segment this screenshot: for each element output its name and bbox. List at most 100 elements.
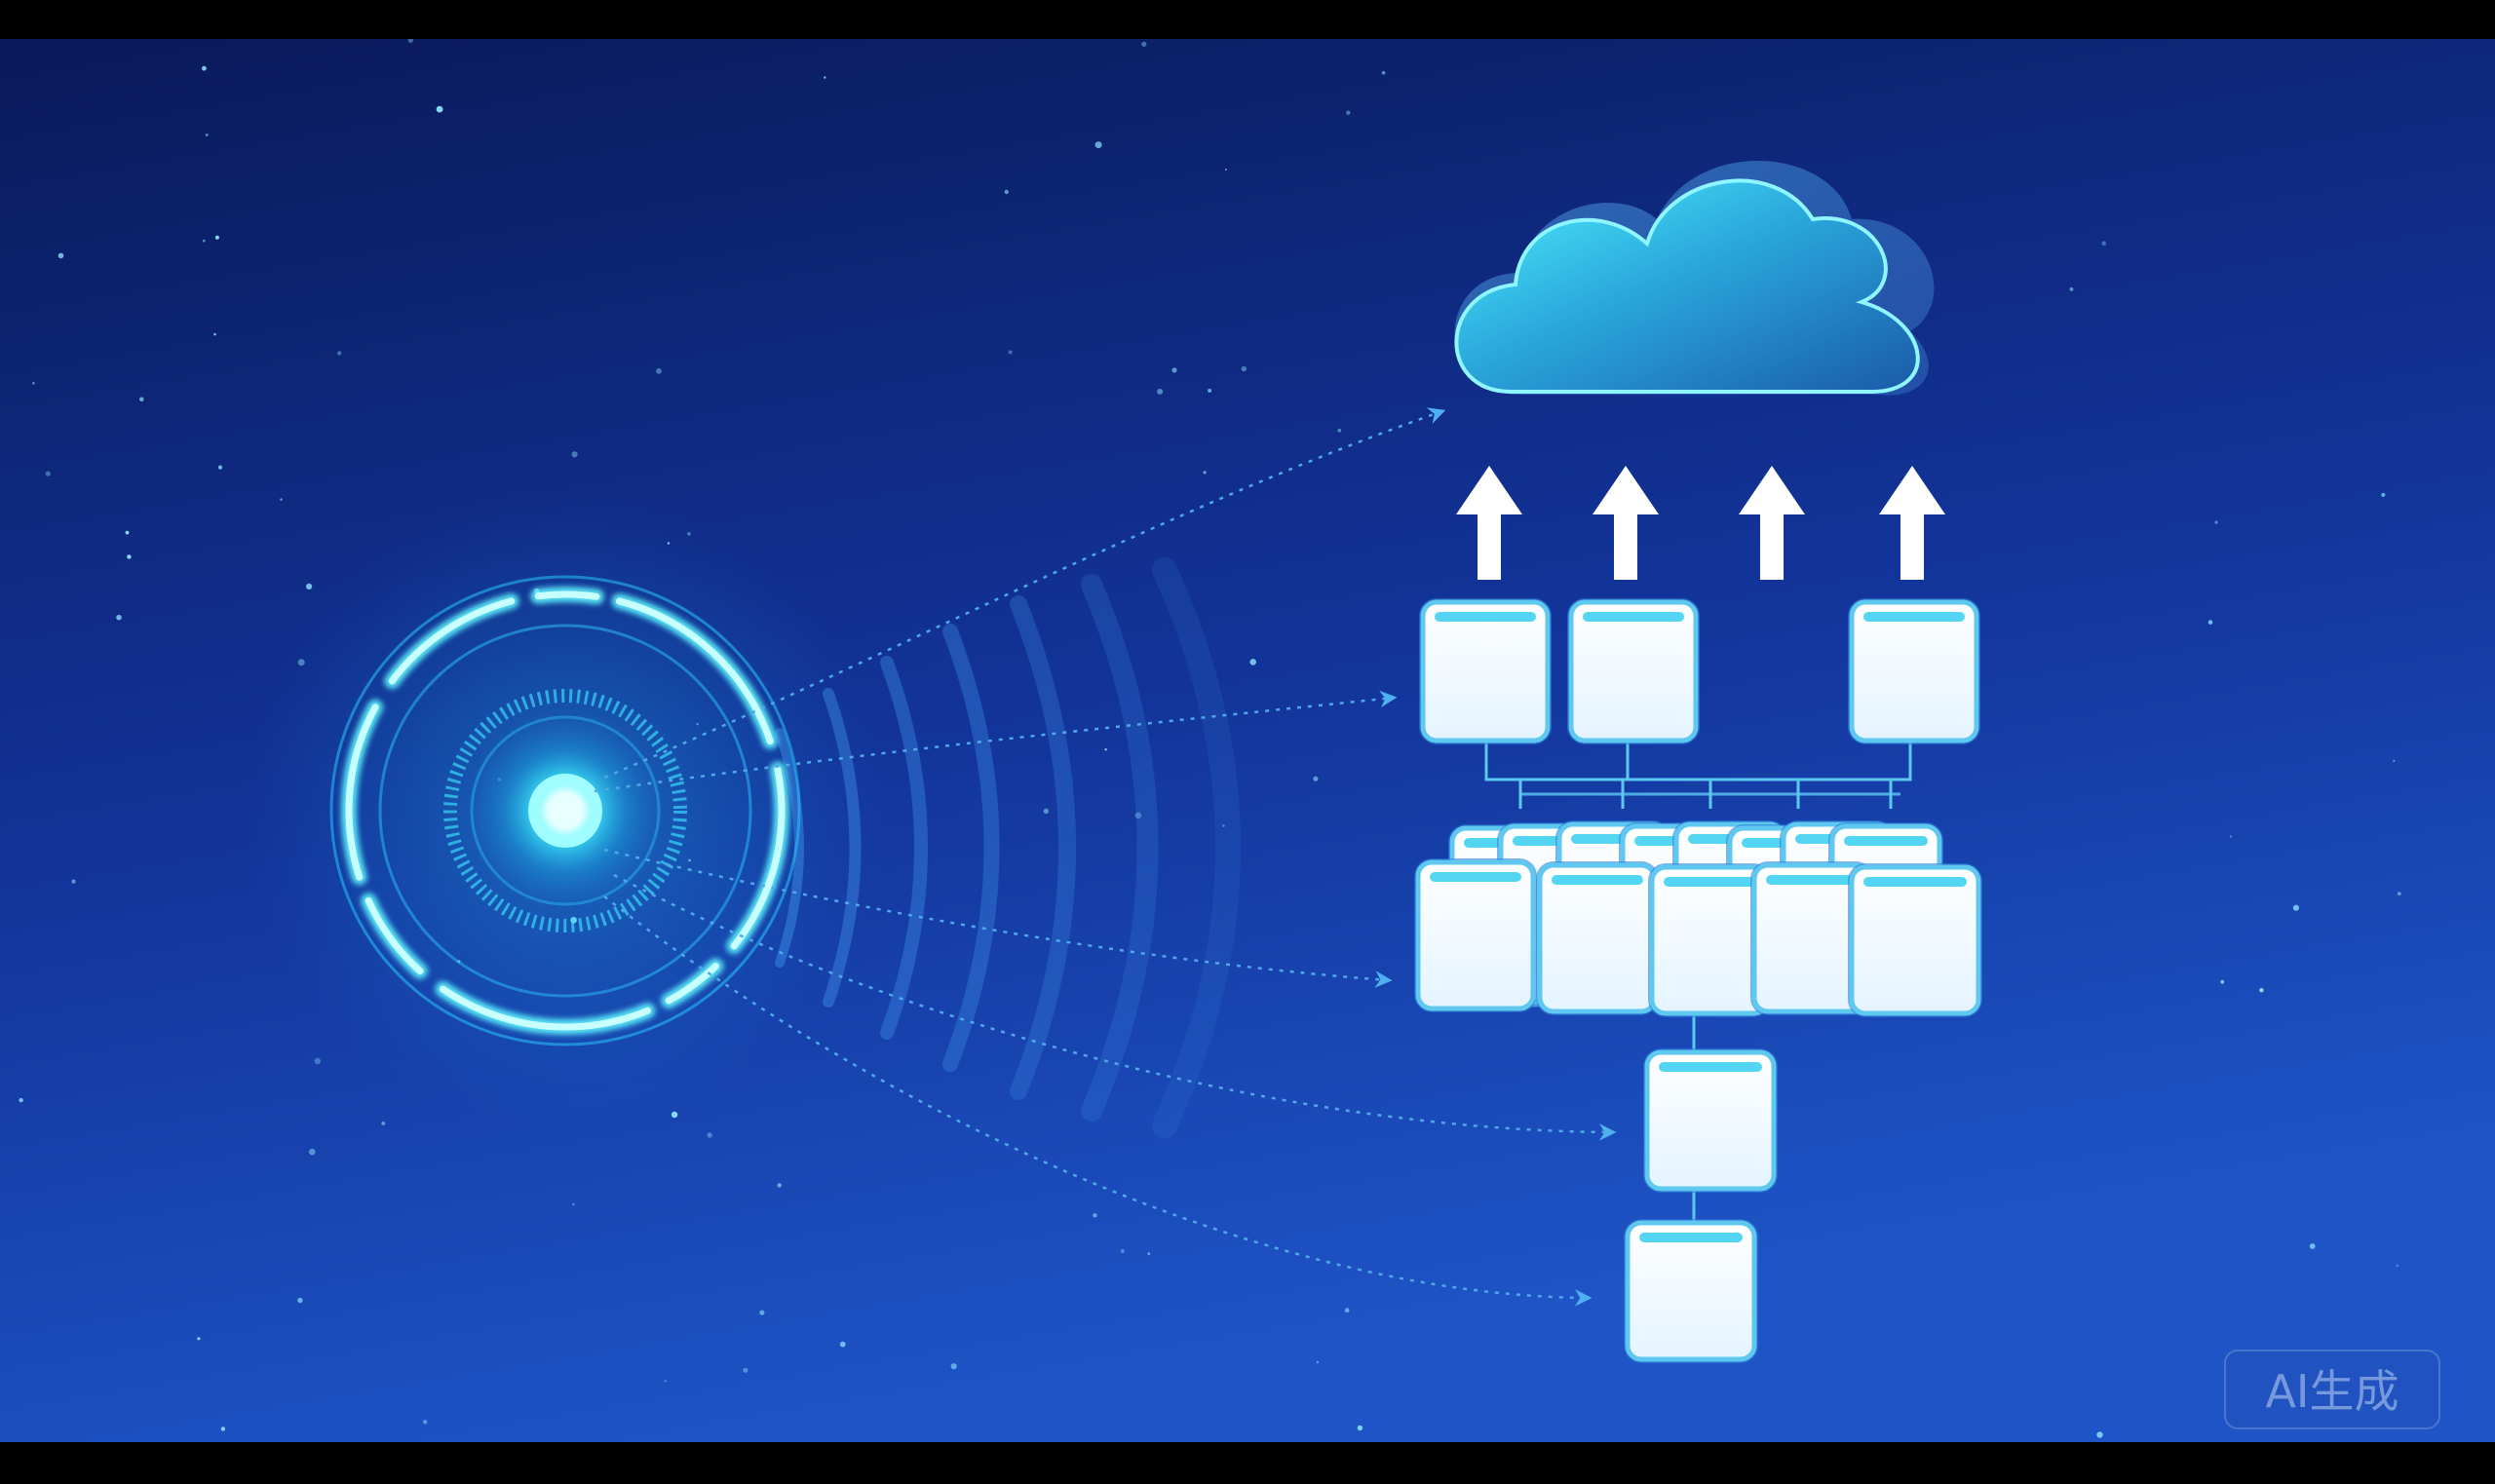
star <box>1224 169 1227 171</box>
star <box>19 1097 23 1103</box>
star <box>1134 812 1142 819</box>
star <box>839 1341 846 1348</box>
server-node-icon <box>1750 861 1873 1015</box>
star <box>656 367 662 374</box>
star <box>306 583 313 590</box>
star <box>280 498 283 501</box>
star <box>297 1297 303 1304</box>
star <box>220 1427 226 1431</box>
star <box>2229 835 2233 838</box>
server-node-icon <box>1848 598 1980 744</box>
star <box>436 105 443 113</box>
star <box>2393 759 2396 762</box>
ai-generated-badge: AI生成 <box>2224 1350 2440 1429</box>
star <box>197 1337 201 1341</box>
star <box>1346 110 1351 115</box>
star <box>824 76 826 79</box>
star <box>407 39 413 43</box>
star <box>2396 1264 2399 1268</box>
server-node-icon <box>1643 1048 1778 1193</box>
star <box>2381 492 2386 497</box>
star <box>1203 471 1207 475</box>
star <box>314 1057 321 1065</box>
star <box>1171 367 1177 373</box>
star <box>1157 388 1164 395</box>
star <box>1337 428 1342 433</box>
star <box>2220 979 2225 984</box>
star <box>381 1122 386 1125</box>
server-node-icon <box>1648 863 1771 1017</box>
star <box>743 1367 748 1373</box>
star <box>1344 1308 1350 1313</box>
star <box>337 351 342 356</box>
star <box>139 397 144 402</box>
star <box>71 879 76 884</box>
server-node-icon <box>1536 861 1659 1015</box>
star <box>1241 365 1248 372</box>
arrow-up-icon <box>1739 466 1805 580</box>
star <box>32 382 35 385</box>
star <box>1208 388 1212 393</box>
star <box>423 1420 428 1425</box>
star <box>1249 659 1256 666</box>
server-node-icon <box>1414 858 1537 1012</box>
star <box>2397 892 2401 896</box>
star <box>777 1183 782 1188</box>
star <box>125 530 130 535</box>
server-nodes <box>1414 598 1982 1363</box>
network-illustration <box>0 39 2495 1442</box>
star <box>1357 1425 1363 1431</box>
star <box>202 239 206 243</box>
star <box>116 614 122 621</box>
star <box>1008 350 1013 355</box>
star <box>1043 808 1050 815</box>
star <box>1093 1213 1097 1218</box>
star <box>707 1132 712 1138</box>
dotted-connectors <box>594 407 1617 1307</box>
star <box>58 252 64 259</box>
star <box>205 133 209 136</box>
star <box>309 1148 316 1156</box>
star <box>1316 1360 1320 1364</box>
star <box>2214 520 2218 524</box>
star <box>571 451 578 458</box>
star <box>127 554 132 559</box>
star <box>759 1310 765 1315</box>
arrow-up-icon <box>1593 466 1659 580</box>
star <box>2069 287 2074 291</box>
star <box>664 1380 667 1383</box>
star <box>2259 988 2264 993</box>
star <box>1004 189 1009 195</box>
upload-arrows <box>1456 466 1945 580</box>
star <box>1094 141 1102 149</box>
server-node-icon <box>1624 1219 1758 1363</box>
star <box>202 65 207 71</box>
star <box>1313 776 1319 781</box>
star <box>2101 241 2106 246</box>
star <box>1381 70 1386 75</box>
radar-signal-icon <box>244 489 887 1132</box>
arrow-up-icon <box>1456 466 1522 580</box>
star <box>2292 904 2299 911</box>
cloud-icon <box>1454 160 1935 396</box>
star <box>572 1202 575 1206</box>
star <box>1147 1252 1151 1255</box>
star <box>213 332 216 336</box>
star <box>1120 1248 1125 1254</box>
server-node-icon <box>1848 863 1982 1017</box>
star <box>45 471 51 476</box>
star <box>2309 1243 2316 1249</box>
star <box>2207 620 2213 625</box>
star <box>1104 748 1107 751</box>
star <box>1222 824 1225 827</box>
star <box>950 1363 957 1370</box>
arrow-up-icon <box>1879 466 1945 580</box>
server-node-icon <box>1419 598 1552 744</box>
star <box>1141 41 1147 47</box>
star <box>214 235 219 240</box>
star <box>217 465 223 470</box>
scene: AI生成 <box>0 39 2495 1442</box>
server-node-icon <box>1567 598 1700 744</box>
star <box>2096 1431 2103 1438</box>
